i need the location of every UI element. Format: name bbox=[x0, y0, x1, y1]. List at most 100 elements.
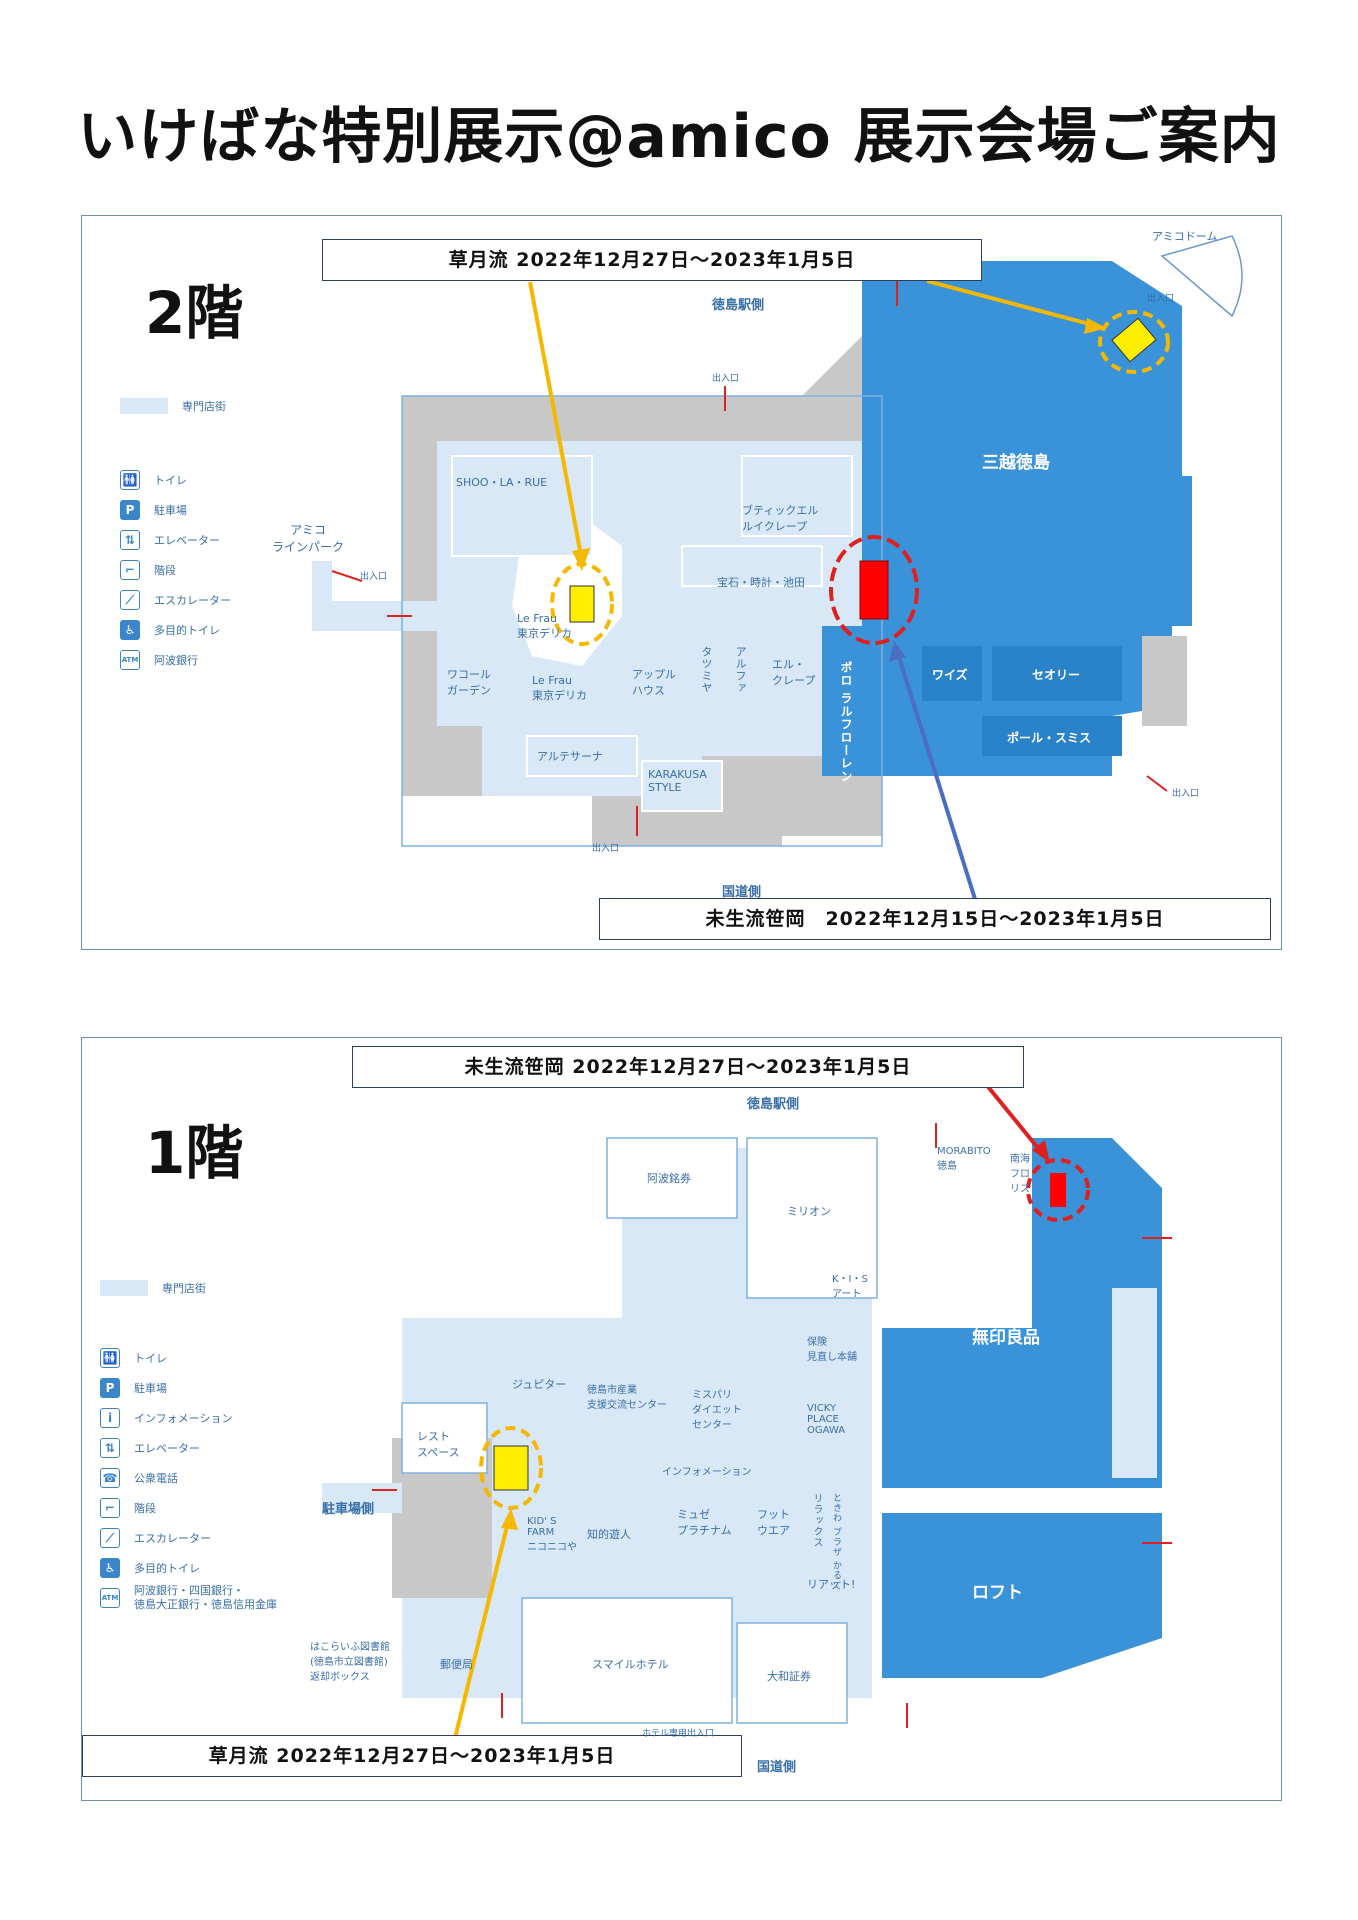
floor2-outline bbox=[401, 395, 883, 847]
floor2-arrow-misho bbox=[895, 650, 977, 900]
shop-wise: ワイズ bbox=[932, 668, 968, 682]
shop-rest: レスト スペース bbox=[417, 1430, 460, 1459]
floor2-arrowhead bbox=[572, 548, 590, 571]
floor2-dome bbox=[1160, 235, 1243, 318]
elevator-icon: ⇅ bbox=[120, 530, 140, 550]
floor2-north-label: 徳島駅側 bbox=[712, 298, 765, 313]
shop-relax: リラックス bbox=[811, 1493, 822, 1548]
floor1-north-label: 徳島駅側 bbox=[747, 1097, 800, 1112]
shop-alpha: アルファ bbox=[734, 646, 747, 694]
legend-row: 専門店街 bbox=[120, 391, 231, 421]
floor1-muji bbox=[882, 1138, 1162, 1488]
floor2-exhibit-misho bbox=[859, 560, 889, 620]
floor1-smile bbox=[521, 1597, 733, 1724]
floor1-plan bbox=[322, 1081, 1172, 1739]
shop-tokushima: 徳島市産業 支援交流センター bbox=[587, 1385, 667, 1411]
stairs-icon: ⌐ bbox=[120, 560, 140, 580]
floor2-exhibit-sogetsu bbox=[569, 585, 595, 623]
shop-tokiwa: ときわ プラザ かるて bbox=[831, 1493, 841, 1591]
floor1-rest bbox=[401, 1402, 488, 1474]
floor2-theory bbox=[992, 646, 1122, 701]
shop-daiwa: 大和証券 bbox=[767, 1670, 811, 1683]
floor2-exit-arrow bbox=[1146, 775, 1168, 792]
legend-row: 🚻トイレ bbox=[100, 1343, 277, 1373]
floor1-exhibit-sogetsu bbox=[493, 1445, 529, 1491]
info-icon: i bbox=[100, 1408, 120, 1428]
legend-row: 専門店街 bbox=[100, 1273, 277, 1303]
shop-foot: フット ウエア bbox=[757, 1508, 790, 1537]
shop-apple: アップル ハウス bbox=[632, 668, 676, 697]
shop-kids: KID' S FARM ニコニコや bbox=[527, 1516, 577, 1553]
parking-icon: P bbox=[120, 500, 140, 520]
floor2-shoo bbox=[451, 455, 593, 557]
parking-icon: P bbox=[100, 1378, 120, 1398]
legend-row: ☎公衆電話 bbox=[100, 1463, 277, 1493]
shop-tatsumiya: タツミヤ bbox=[700, 646, 713, 694]
floor2-karakusa bbox=[641, 760, 723, 812]
floor2-exit-arrow bbox=[331, 570, 363, 582]
legend-row: ⇅エレベーター bbox=[120, 525, 231, 555]
escalator-icon: ⟋ bbox=[120, 590, 140, 610]
stairs-icon: ⌐ bbox=[100, 1498, 120, 1518]
atm-icon: ATM bbox=[120, 650, 140, 670]
floor1-exhibit-misho-ring bbox=[1026, 1158, 1090, 1222]
info-label: インフォメーション bbox=[662, 1467, 752, 1478]
floor2-entrance-corridor bbox=[312, 601, 442, 631]
floor1-arrow-misho bbox=[983, 1081, 1044, 1155]
floor2-exit-label: 出入口 bbox=[1147, 294, 1175, 304]
floor2-label: 2階 bbox=[145, 279, 244, 347]
floor2-arrowhead bbox=[1084, 318, 1107, 334]
shop-riatto: リアット! bbox=[807, 1578, 856, 1591]
floor2-park-label: アミコ ラインパーク bbox=[272, 523, 345, 554]
atm-icon: ATM bbox=[100, 1588, 120, 1608]
hotel-exit-label: ホテル専用出入口 bbox=[642, 1729, 715, 1739]
floor2-arrow-sogetsu-b bbox=[926, 279, 1098, 328]
shop-elcrepe: エル・ クレープ bbox=[772, 658, 816, 687]
legend-row: ⟋エスカレーター bbox=[100, 1523, 277, 1553]
floor2-paul bbox=[982, 716, 1122, 756]
shop-jupiter: ジュピター bbox=[512, 1378, 567, 1391]
shop-paul: ポール・スミス bbox=[1007, 731, 1092, 745]
legend-row: 🚻トイレ bbox=[120, 465, 231, 495]
shop-muse: ミュゼ プラチナム bbox=[677, 1508, 732, 1537]
shop-wacoal: ワコール ガーデン bbox=[447, 668, 491, 697]
legend-row: ⌐階段 bbox=[100, 1493, 277, 1523]
shop-vicky: VICKY PLACE OGAWA bbox=[807, 1403, 846, 1436]
legend-row: ♿多目的トイレ bbox=[120, 615, 231, 645]
shop-miss: ミスパリ ダイエット センター bbox=[692, 1390, 742, 1431]
shop-lefrau-2: Le Frau 東京デリカ bbox=[532, 674, 587, 702]
floor2-wise bbox=[922, 646, 982, 701]
floor1-daiwa bbox=[736, 1622, 848, 1724]
floor2-callout-sogetsu: 草月流 2022年12月27日〜2023年1月5日 bbox=[322, 239, 982, 281]
floor2-boutique bbox=[741, 455, 853, 537]
page-title: いけばな特別展示@amico 展示会場ご案内 bbox=[77, 102, 1281, 172]
floor1-arrowhead bbox=[1032, 1140, 1050, 1163]
elevator-icon: ⇅ bbox=[100, 1438, 120, 1458]
floor2-south-label: 国道側 bbox=[722, 885, 762, 900]
floor1-arrow-sogetsu bbox=[453, 1517, 511, 1739]
shop-boutique: ブティックエル ルイクレープ bbox=[742, 504, 819, 533]
floor1-exhibit-misho bbox=[1050, 1173, 1066, 1207]
floor2-arrowhead bbox=[889, 641, 906, 662]
wheelchair-icon: ♿ bbox=[120, 620, 140, 640]
specialty-swatch bbox=[120, 398, 168, 414]
shop-jewel: 宝石・時計・池田 bbox=[717, 576, 805, 589]
floor2-dome-label: アミコドーム bbox=[1152, 230, 1218, 243]
shop-awa: 阿波銘券 bbox=[647, 1172, 691, 1185]
legend-row: ⌐階段 bbox=[120, 555, 231, 585]
floor2-exhibit-sogetsu-b bbox=[1111, 317, 1157, 363]
floor2-callout-misho: 未生流笹岡 2022年12月15日〜2023年1月5日 bbox=[599, 898, 1271, 940]
shop-nankai: 南海 フロ リス bbox=[1010, 1154, 1030, 1195]
shop-loft: ロフト bbox=[972, 1583, 1023, 1603]
shop-mitsukoshi: 三越徳島 bbox=[982, 453, 1050, 473]
floor2-plan bbox=[312, 235, 1243, 900]
legend-row: ⇅エレベーター bbox=[100, 1433, 277, 1463]
floor1-west-corridor bbox=[322, 1483, 402, 1513]
floor2-exit-label: 出入口 bbox=[1172, 789, 1200, 799]
